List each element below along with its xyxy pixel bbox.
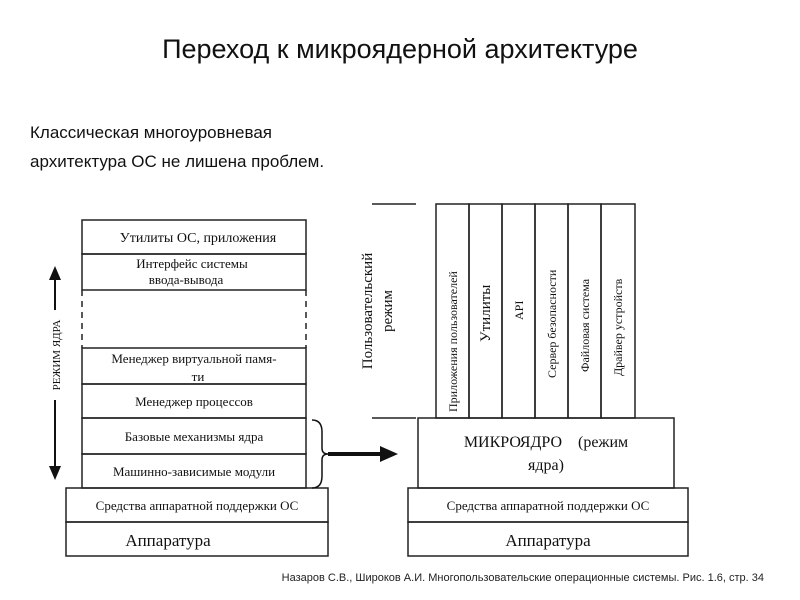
hw-support-label-right: Средства аппаратной поддержки ОС (447, 498, 650, 513)
column-label-api: API (512, 301, 526, 320)
kernel-mode-indicator: РЕЖИМ ЯДРА (49, 266, 63, 480)
kernel-mode-label: РЕЖИМ ЯДРА (51, 320, 63, 391)
hardware-box-left (65, 521, 329, 557)
io-interface-label-1: Интерфейс системы (136, 256, 248, 271)
brace-icon (311, 419, 329, 489)
io-interface-box (81, 253, 307, 291)
microkernel-box (417, 417, 675, 489)
kernel-arrow-up-head (49, 266, 61, 280)
microkernel-architecture (372, 203, 689, 557)
io-interface-label-2: ввода-вывода (149, 272, 224, 287)
subtitle-line-1: Классическая многоуровневая (30, 123, 272, 142)
kernel-arrow-down-head (49, 466, 61, 480)
column-label-file-system: Файловая система (578, 278, 592, 372)
hardware-label-right: Аппаратура (505, 531, 591, 550)
hw-support-label-left: Средства аппаратной поддержки ОС (96, 498, 299, 513)
vm-manager-label-1: Менеджер виртуальной памя- (111, 351, 276, 366)
vm-manager-label-2: ти (192, 369, 205, 384)
subtitle-line-2: архитектура ОС не лишена проблем. (30, 152, 325, 171)
arrow-right-head (380, 446, 398, 462)
source-caption: Назаров С.В., Широков А.И. Многопользова… (281, 572, 764, 584)
utilities-label: Утилиты ОС, приложения (120, 231, 277, 246)
microkernel-label-2: ядра) (528, 457, 564, 474)
column-label-utilities: Утилиты (478, 285, 494, 342)
machine-dependent-label: Машинно-зависимые модули (113, 464, 275, 479)
column-label-device-driver: Драйвер устройств (611, 278, 625, 376)
column-label-user-apps: Приложения пользователей (446, 271, 460, 412)
subtitle: Классическая многоуровневая архитектура … (30, 118, 450, 176)
microkernel-label-1: МИКРОЯДРО (режим (464, 434, 628, 451)
hardware-box-right (407, 521, 689, 557)
process-manager-label: Менеджер процессов (135, 394, 253, 409)
transition-arrow (311, 419, 398, 489)
column-label-security-server: Сервер безопасности (545, 269, 559, 378)
user-mode-label-1: Пользовательский (360, 253, 376, 370)
classic-architecture (65, 219, 329, 557)
hardware-label-left: Аппаратура (125, 531, 211, 550)
base-mechanisms-label: Базовые механизмы ядра (125, 429, 264, 444)
page-title: Переход к микроядерной архитектуре (162, 34, 638, 64)
user-mode-label-2: режим (380, 289, 396, 332)
